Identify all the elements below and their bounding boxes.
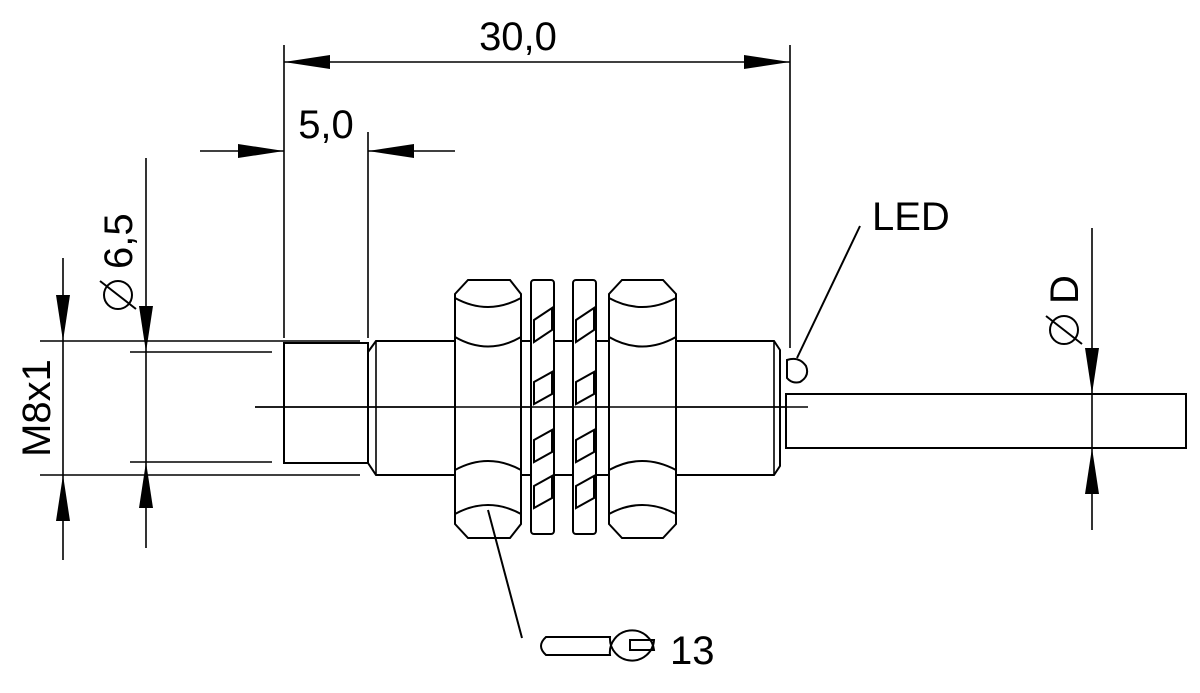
dimension-cable-diameter: D: [1043, 228, 1099, 530]
diameter-symbol: [99, 280, 137, 310]
wrench-icon: [540, 629, 656, 662]
wrench-callout: 13: [487, 509, 715, 673]
tip-diameter-value: 6,5: [97, 213, 141, 269]
led-indicator: [786, 225, 861, 384]
dimension-thread: M8x1: [15, 258, 360, 560]
dimension-tip-diameter: 6,5: [97, 158, 272, 548]
sensor-tip: [283, 342, 369, 464]
cable-diameter-value: D: [1043, 275, 1087, 304]
cable: [785, 393, 1187, 449]
wrench-size-value: 13: [670, 629, 715, 673]
diameter-symbol: [1045, 315, 1083, 345]
threaded-body: [367, 340, 781, 476]
hex-nut-right: [608, 279, 677, 539]
dimension-overall-length: 30,0: [283, 15, 791, 348]
led-label: LED: [872, 195, 950, 239]
thread-value: M8x1: [15, 359, 59, 457]
tip-length-value: 5,0: [298, 103, 354, 147]
overall-length-value: 30,0: [479, 15, 557, 59]
dimension-tip-length: 5,0: [200, 103, 455, 338]
hex-nut-left: [454, 279, 522, 539]
